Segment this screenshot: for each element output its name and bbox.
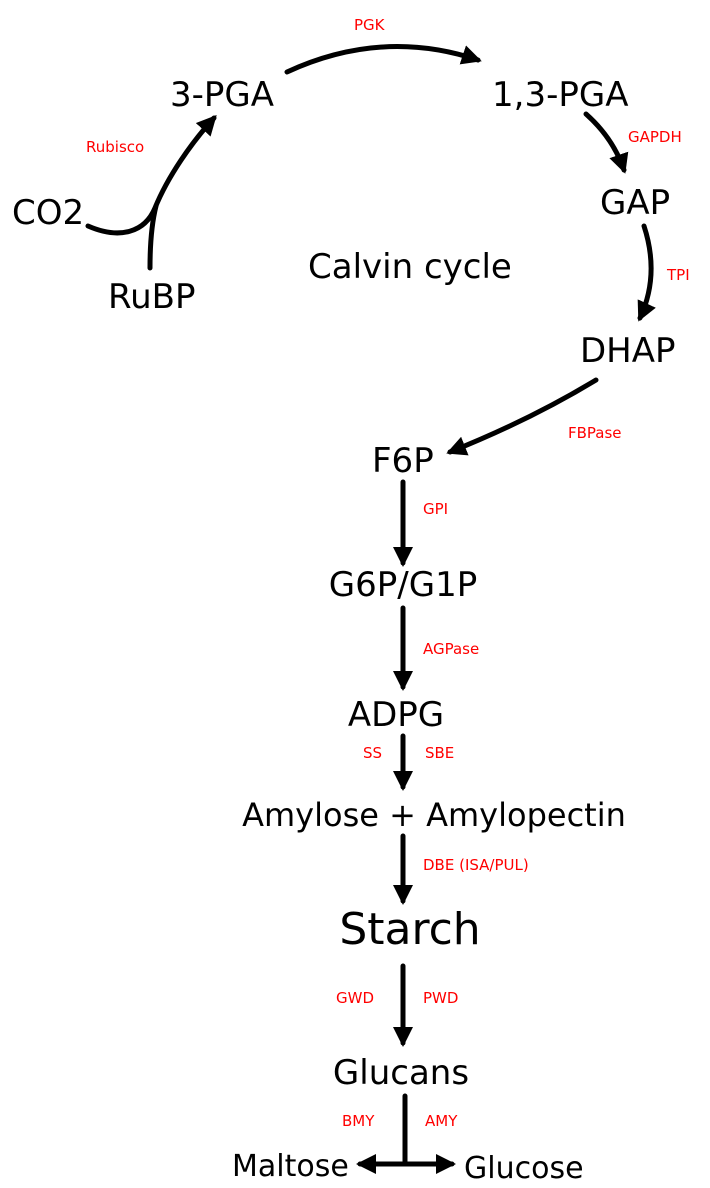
co2-label: CO2: [12, 193, 84, 233]
pgk-enzyme-label: PGK: [354, 16, 386, 34]
dhap-to-f6p-arrow: [446, 377, 599, 456]
starch-label: Starch: [339, 904, 480, 955]
maltose-label: Maltose: [232, 1149, 349, 1184]
tpi-enzyme-label: TPI: [666, 266, 690, 284]
13pga-to-gap-arrow: [583, 111, 629, 174]
g6p-g1p-label: G6P/G1P: [329, 565, 477, 605]
rubp-joining-line: [147, 203, 159, 271]
fbpase-enzyme-label: FBPase: [568, 424, 622, 442]
ss-enzyme-label: SS: [363, 744, 382, 762]
co2-to-3pga-arrow: [85, 115, 217, 236]
pwd-enzyme-label: PWD: [423, 989, 458, 1007]
gwd-enzyme-label: GWD: [336, 989, 374, 1007]
gapdh-enzyme-label: GAPDH: [628, 128, 682, 146]
dbe-enzyme-label: DBE (ISA/PUL): [423, 856, 529, 874]
f6p-label: F6P: [372, 441, 434, 481]
rubisco-enzyme-label: Rubisco: [86, 138, 144, 156]
gap-to-dhap-arrow: [637, 223, 656, 322]
dhap-label: DHAP: [580, 331, 676, 371]
glucans-label: Glucans: [333, 1053, 469, 1093]
pga-to-13pga-arrow: [284, 44, 482, 75]
gpi-enzyme-label: GPI: [423, 500, 448, 518]
calvin-cycle-label: Calvin cycle: [308, 247, 512, 287]
bmy-enzyme-label: BMY: [342, 1112, 375, 1130]
amy-enzyme-label: AMY: [425, 1112, 458, 1130]
gap-label: GAP: [600, 183, 670, 223]
rubp-label: RuBP: [108, 277, 195, 317]
sbe-enzyme-label: SBE: [425, 744, 454, 762]
3pga-label: 3-PGA: [170, 75, 274, 115]
amylose-amylopectin-label: Amylose + Amylopectin: [242, 796, 626, 834]
adpg-label: ADPG: [348, 695, 444, 735]
13pga-label: 1,3-PGA: [492, 75, 628, 115]
agpase-enzyme-label: AGPase: [423, 640, 479, 658]
glucose-label: Glucose: [464, 1151, 584, 1186]
